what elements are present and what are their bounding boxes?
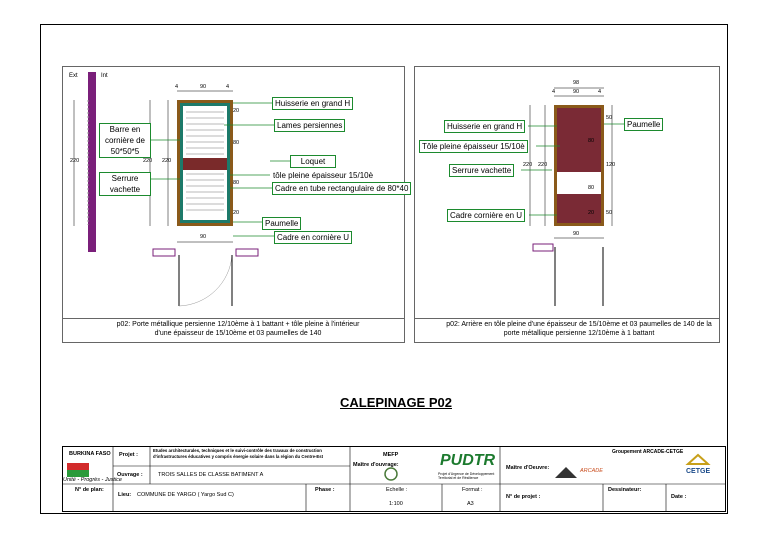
wall-section (88, 72, 96, 252)
label-loquet: Loquet (290, 155, 336, 168)
projet-num-label: N° de projet : (506, 494, 541, 500)
right-caption: p02: Arrière en tôle pleine d'une épaiss… (446, 321, 712, 337)
dim-r-top-total: 98 (573, 80, 580, 86)
arcade-logo (555, 467, 577, 478)
left-caption: p02: Porte métallique persienne 12/10ème… (116, 321, 360, 337)
cetge: CETGE (686, 468, 711, 475)
echelle-label: Echelle : (386, 487, 408, 493)
echelle-value: 1:100 (389, 501, 403, 507)
dim-bottom: 90 (200, 234, 207, 240)
ext-label: Ext (69, 73, 78, 79)
dim-height-inner: 220 (162, 158, 172, 164)
label-tole-left: tôle pleine épaisseur 15/10è (270, 169, 377, 182)
dim-r-h1: 220 (523, 162, 533, 168)
dim-r-bottom: 90 (573, 231, 580, 237)
dim-top-right: 4 (226, 84, 230, 90)
arcade: ARCADE (580, 468, 603, 474)
left-caption-box (62, 318, 405, 343)
dim-r-top-mid: 90 (573, 89, 580, 95)
label-cadre-corniere-left: Cadre en cornière U (274, 231, 353, 244)
louvres (186, 111, 224, 211)
dim-top-mid: 90 (200, 84, 207, 90)
format-label: Format : (462, 487, 483, 493)
label-paumelle-left: Paumelle (262, 217, 302, 230)
dim-height-mid: 220 (143, 158, 153, 164)
label-paumelle-right: Paumelle (624, 118, 664, 131)
dim-r-s3: 120 (606, 162, 616, 168)
phase-label: Phase : (315, 487, 335, 493)
pudtr: PUDTR (440, 452, 496, 469)
right-handle (532, 243, 554, 252)
dim-top-left: 4 (175, 84, 179, 90)
projet-label: Projet : (119, 452, 138, 458)
plan-label: N° de plan: (75, 487, 104, 493)
middle-rail (183, 158, 227, 170)
label-lames: Lames persiennes (274, 119, 346, 132)
groupement: Groupement ARCADE-CETGE (612, 449, 684, 455)
mefp: MEFP (383, 452, 399, 458)
label-huisserie-right: Huisserie en grand H (444, 120, 526, 133)
burkina-flag (67, 463, 89, 470)
lieu-text: COMMUNE DE YARGO ( Yargo Sud C) (137, 492, 234, 498)
dim-side-1: 20 (233, 108, 240, 114)
dim-r-s1: 50 (606, 115, 613, 121)
dim-r-top-left: 4 (552, 89, 556, 95)
date-label: Date : (671, 494, 687, 500)
lieu-label: Lieu: (118, 492, 132, 498)
dim-r-s2: 80 (588, 138, 595, 144)
title-block (62, 446, 726, 512)
dim-r-s5: 50 (606, 210, 613, 216)
right-caption-box (414, 318, 720, 343)
dim-height-outer: 220 (70, 158, 80, 164)
label-serrure-right: Serrure vachette (449, 164, 515, 177)
pudtr-sub: Projet d'Urgence de Développement Territ… (438, 472, 495, 480)
dim-side-2: 80 (233, 140, 240, 146)
motto: Unité - Progrès - Justice (63, 477, 122, 483)
projet-text: Etudes architecturales, techniques et le… (153, 448, 324, 459)
ouvrage-text: TROIS SALLES DE CLASSE BATIMENT A (158, 472, 264, 478)
main-title: CALEPINAGE P02 (340, 395, 452, 410)
label-tole-right: Tôle pleine épaisseur 15/10è (419, 140, 528, 153)
cetge-logo (685, 453, 711, 465)
left-handle-right (235, 248, 259, 257)
int-label: Int (101, 73, 108, 79)
label-cadre-corniere-right: Cadre cornière en U (447, 209, 526, 222)
label-serrure-left: Serrure vachette (99, 172, 151, 196)
label-cadre-tube: Cadre en tube rectangulaire de 80*40 (272, 182, 412, 195)
maitre-oeuvre-label: Maître d'Oeuvre: (506, 465, 550, 471)
dim-r-s6: 20 (588, 210, 595, 216)
left-handle-left (152, 248, 176, 257)
drawing-frame (40, 24, 728, 514)
ouvrage-label: Ouvrage : (117, 472, 143, 478)
dim-r-h2: 220 (538, 162, 548, 168)
maitre-ouvrage-label: Maître d'ouvrage: (353, 462, 399, 468)
format-value: A3 (467, 501, 474, 507)
dim-r-s4: 80 (588, 185, 595, 191)
label-huisserie-left: Huisserie en grand H (272, 97, 354, 110)
dim-side-4: 20 (233, 210, 240, 216)
dim-r-top-right: 4 (598, 89, 602, 95)
country: BURKINA FASO (69, 451, 111, 457)
dim-side-3: 80 (233, 180, 240, 186)
label-barre: Barre en cornière de 50*50*5 (99, 123, 151, 158)
dessinateur-label: Dessinateur: (608, 487, 642, 493)
